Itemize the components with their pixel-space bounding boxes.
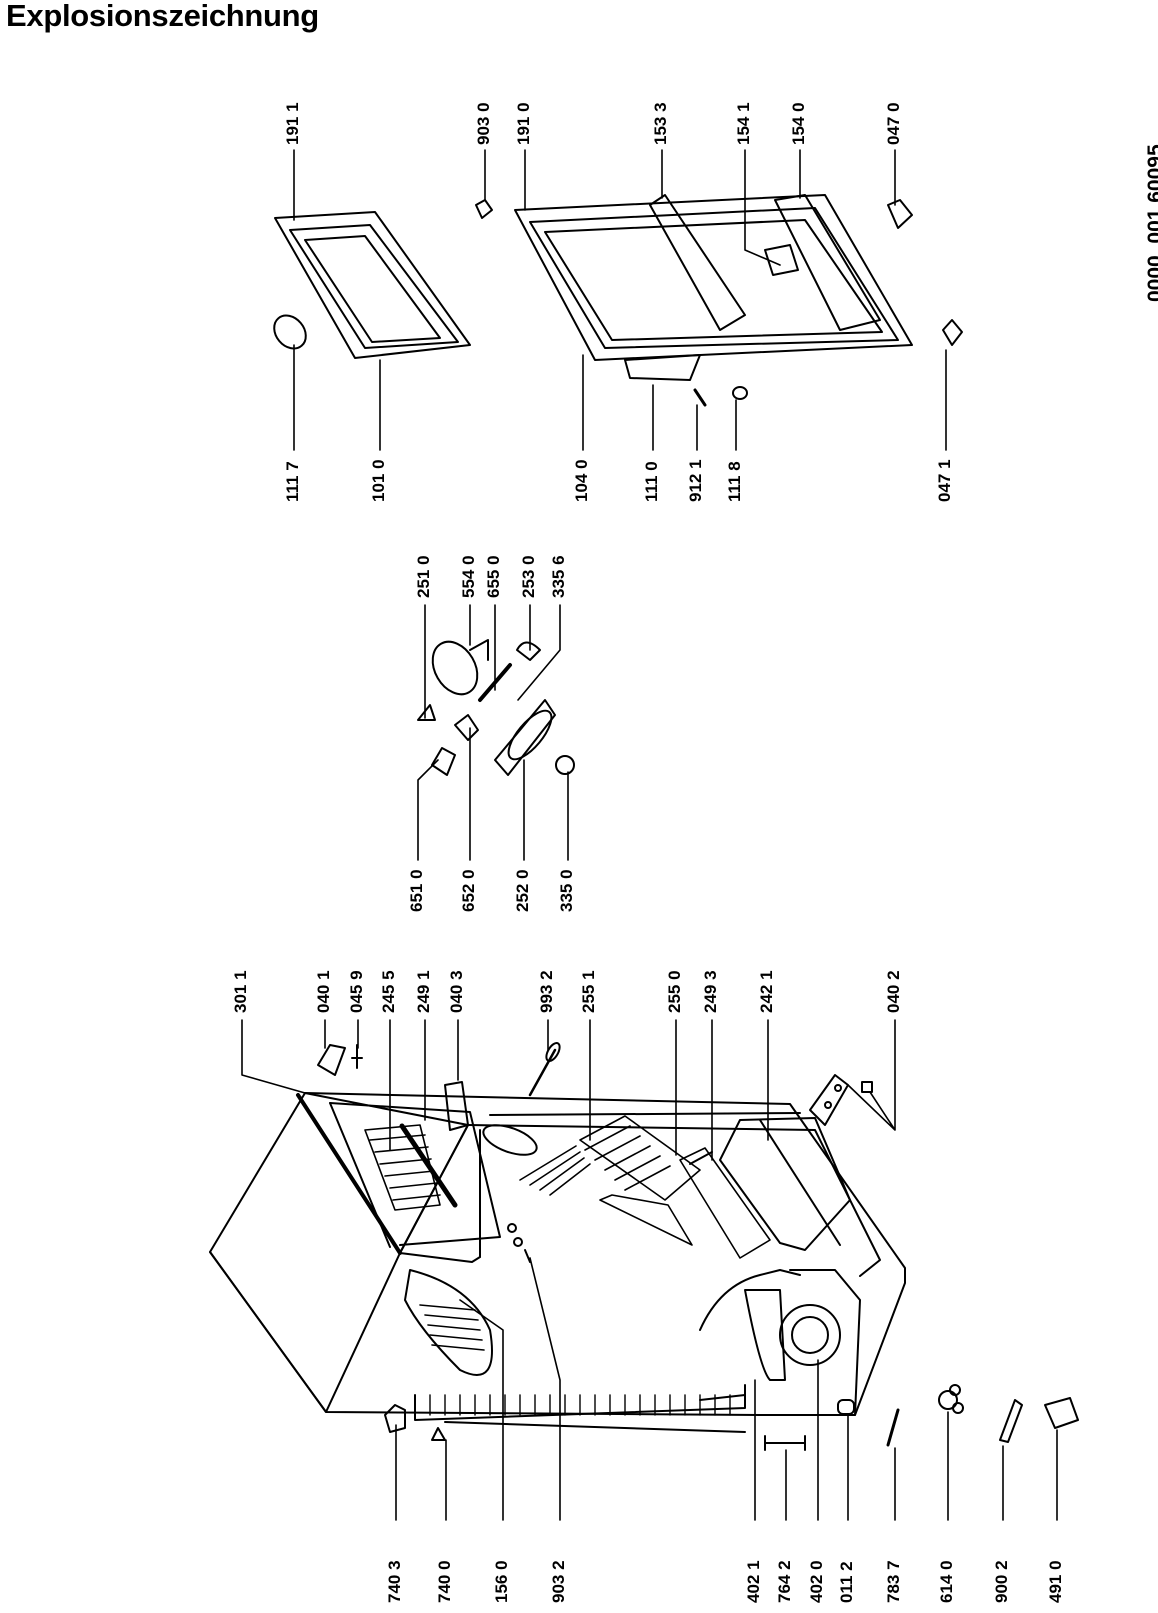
fridge-cabinet	[209, 1041, 1079, 1451]
part-label: 249 3	[701, 970, 720, 1013]
part-label: 614 0	[937, 1560, 956, 1603]
part-label: 652 0	[459, 869, 478, 912]
freezer-door	[273, 211, 471, 359]
thermostat-lamp-parts	[417, 639, 575, 776]
part-label: 156 0	[492, 1560, 511, 1603]
part-label: 191 0	[514, 102, 533, 145]
part-label: 335 0	[557, 869, 576, 912]
part-label: 011 2	[837, 1561, 856, 1603]
part-label: 242 1	[757, 970, 776, 1013]
part-label: 153 3	[651, 102, 670, 145]
part-label: 249 1	[414, 970, 433, 1013]
part-label: 111 0	[642, 461, 661, 502]
part-label: 903 0	[474, 102, 493, 145]
part-label: 993 2	[537, 970, 556, 1013]
part-label: 154 1	[734, 102, 753, 145]
part-label: 900 2	[992, 1560, 1011, 1603]
part-label: 912 1	[686, 459, 705, 502]
part-label: 104 0	[572, 459, 591, 502]
part-label: 047 0	[884, 102, 903, 145]
part-label: 255 1	[579, 970, 598, 1013]
part-label: 191 1	[283, 102, 302, 145]
leader-lines	[241, 149, 1058, 1521]
part-label: 301 1	[231, 970, 250, 1013]
part-label: 491 0	[1046, 1560, 1065, 1603]
part-label: 045 9	[347, 970, 366, 1013]
part-label: 740 3	[385, 1560, 404, 1603]
part-label: 040 3	[447, 970, 466, 1013]
part-label: 251 0	[414, 555, 433, 598]
part-label: 402 1	[744, 1560, 763, 1603]
part-label: 764 2	[775, 1560, 794, 1603]
part-label: 047 1	[935, 459, 954, 502]
part-label: 040 1	[314, 970, 333, 1013]
part-label: 740 0	[435, 1560, 454, 1603]
part-label: 554 0	[459, 555, 478, 598]
page-title: Explosionszeichnung	[6, 0, 319, 33]
part-label: 402 0	[807, 1560, 826, 1603]
part-label: 040 2	[884, 970, 903, 1013]
fridge-door	[475, 194, 963, 407]
part-label: 252 0	[513, 869, 532, 912]
part-label: 783 7	[884, 1560, 903, 1603]
part-label: 154 0	[789, 102, 808, 145]
part-label: 255 0	[665, 970, 684, 1013]
part-label: 253 0	[519, 555, 538, 598]
part-label: 111 8	[725, 461, 744, 502]
part-label: 335 6	[549, 555, 568, 598]
part-label: 245 5	[379, 970, 398, 1013]
part-label: 101 0	[369, 459, 388, 502]
part-label: 651 0	[407, 869, 426, 912]
part-label: 903 2	[549, 1560, 568, 1603]
part-label: 655 0	[484, 555, 503, 598]
part-label: 111 7	[283, 461, 302, 502]
